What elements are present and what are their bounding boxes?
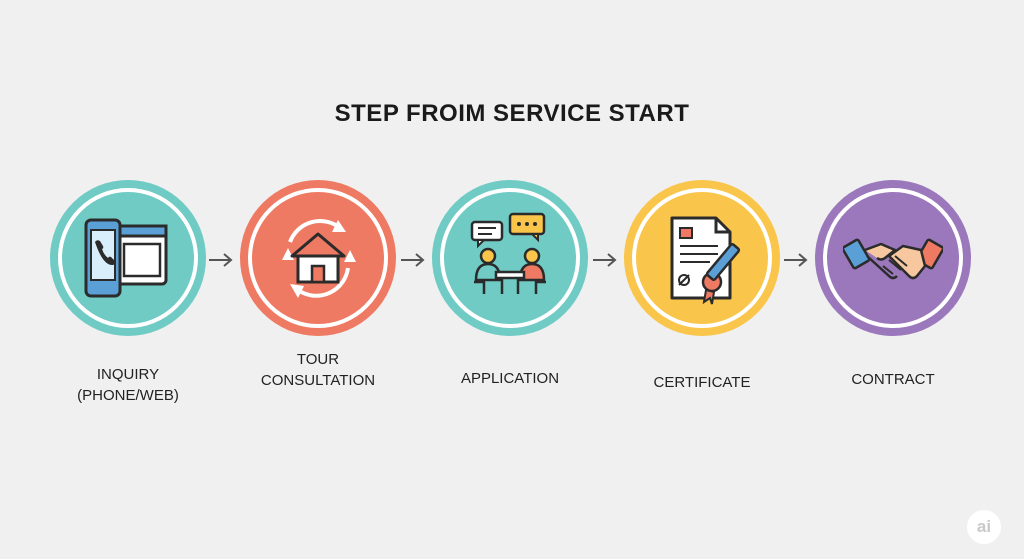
step-circle-tour bbox=[240, 180, 396, 336]
label-line-2: CONSULTATION bbox=[260, 372, 376, 389]
label-line-1: CERTIFICATE bbox=[653, 374, 751, 391]
circle-ring bbox=[440, 188, 580, 328]
step-circle-contract bbox=[815, 180, 971, 336]
label-line-1: TOUR bbox=[296, 351, 340, 368]
arrow-4-icon bbox=[784, 253, 808, 267]
house-cycle-icon bbox=[282, 219, 356, 298]
label-line-1: APPLICATION bbox=[460, 370, 560, 387]
step-label-application: APPLICATION bbox=[420, 368, 600, 389]
ai-watermark-icon: ai bbox=[967, 510, 1001, 544]
step-circle-inquiry bbox=[50, 180, 206, 336]
step-circle-application bbox=[432, 180, 588, 336]
label-line-1: INQUIRY bbox=[96, 366, 160, 383]
phone-web-icon bbox=[84, 218, 168, 298]
circle-ring bbox=[248, 188, 388, 328]
label-line-1: CONTRACT bbox=[851, 371, 935, 388]
handshake-icon bbox=[843, 238, 943, 280]
label-line-2: (PHONE/WEB) bbox=[77, 387, 179, 404]
circle-ring bbox=[823, 188, 963, 328]
step-label-tour: TOUR CONSULTATION bbox=[228, 349, 408, 391]
step-label-certificate: CERTIFICATE bbox=[612, 372, 792, 393]
step-circle-certificate bbox=[624, 180, 780, 336]
arrow-1-icon bbox=[209, 253, 233, 267]
circle-ring bbox=[632, 188, 772, 328]
step-label-inquiry: INQUIRY (PHONE/WEB) bbox=[38, 364, 218, 406]
meeting-icon bbox=[470, 212, 546, 294]
diagram-title: STEP FROIM SERVICE START bbox=[334, 100, 690, 127]
arrow-3-icon bbox=[593, 253, 617, 267]
arrow-2-icon bbox=[401, 253, 425, 267]
certificate-icon bbox=[670, 216, 741, 305]
circle-ring bbox=[58, 188, 198, 328]
step-label-contract: CONTRACT bbox=[803, 369, 983, 390]
